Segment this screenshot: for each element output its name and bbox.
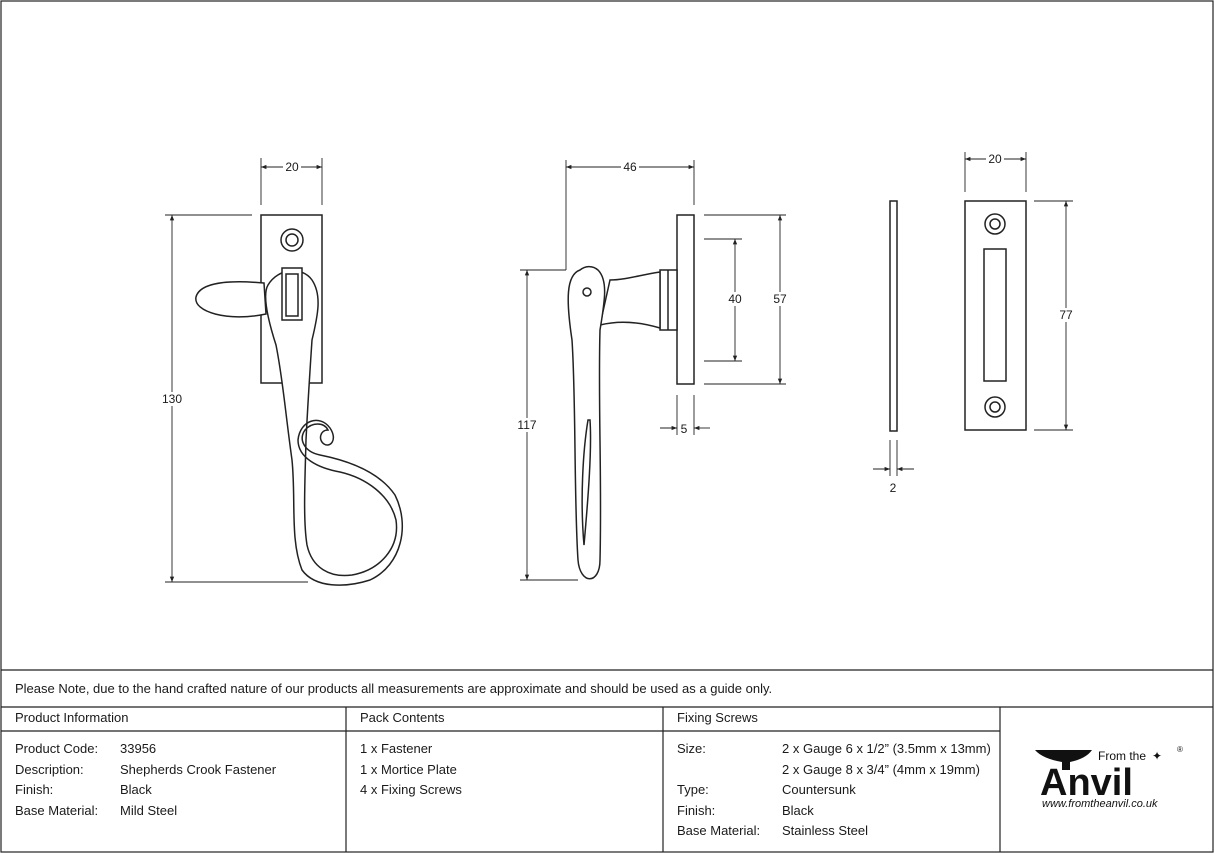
side-backplate — [676, 214, 695, 385]
mortice-plate-slot — [983, 248, 1007, 382]
dim-side-plate: 5 — [681, 422, 688, 436]
fixing-screws-header: Fixing Screws — [677, 710, 758, 725]
product-code-value: 33956 — [120, 741, 157, 756]
base-material-label: Base Material: — [15, 803, 99, 818]
side-pivot-hole — [582, 287, 592, 297]
side-lever — [567, 265, 606, 580]
front-shepherds-crook — [264, 270, 403, 586]
dim-side-width: 46 — [623, 160, 637, 174]
logo-from-the: From the — [1098, 749, 1146, 763]
dim-plate-height: 77 — [1059, 308, 1073, 322]
mortice-plate-edge-view — [889, 200, 898, 432]
logo-brand: Anvil — [1040, 762, 1133, 804]
front-lever-knob — [195, 281, 267, 318]
side-view-fastener — [567, 214, 695, 580]
anvil-icon — [1035, 750, 1092, 770]
screw-finish-label: Finish: — [677, 803, 716, 818]
dim-side-outer: 57 — [773, 292, 787, 306]
description-value: Shepherds Crook Fastener — [120, 762, 277, 777]
product-info-header: Product Information — [15, 710, 129, 725]
front-view-fastener — [195, 214, 403, 586]
finish-label: Finish: — [15, 782, 54, 797]
screw-material-value: Stainless Steel — [782, 823, 868, 838]
dim-front-height: 130 — [162, 392, 182, 406]
screw-size-value-2: 2 x Gauge 8 x 3/4” (4mm x 19mm) — [782, 762, 980, 777]
finish-value: Black — [120, 782, 152, 797]
pack-item: 1 x Mortice Plate — [360, 762, 457, 777]
screw-type-label: Type: — [677, 782, 709, 797]
screw-size-value: 2 x Gauge 6 x 1/2” (3.5mm x 13mm) — [782, 741, 991, 756]
anvil-logo: From the ✦ ® Anvil www.fromtheanvil.co.u… — [1035, 745, 1183, 810]
product-code-label: Product Code: — [15, 741, 99, 756]
dim-side-height: 117 — [517, 418, 536, 432]
dim-plate-thickness: 2 — [890, 481, 897, 495]
side-dimensions — [520, 160, 786, 581]
description-label: Description: — [15, 762, 84, 777]
mortice-plate-front-view — [964, 200, 1027, 431]
logo-url: www.fromtheanvil.co.uk — [1042, 798, 1158, 810]
pack-item: 4 x Fixing Screws — [360, 782, 462, 797]
screw-type-value: Countersunk — [782, 782, 856, 797]
dimension-labels: 20 130 46 117 40 57 5 20 77 2 — [162, 152, 1075, 495]
side-crook-edge — [581, 419, 592, 546]
side-neck — [599, 271, 661, 330]
front-catch-slot-inner — [285, 273, 299, 317]
mortice-plate-hole-bottom-inner — [989, 401, 1001, 413]
base-material-value: Mild Steel — [120, 803, 178, 818]
svg-text:✦: ✦ — [1152, 749, 1162, 763]
dim-side-inner: 40 — [728, 292, 742, 306]
dim-plate-width: 20 — [988, 152, 1002, 166]
mortice-plate-hole-top-inner — [989, 218, 1001, 230]
front-screw-hole-inner — [285, 233, 299, 247]
screw-size-label: Size: — [677, 741, 706, 756]
pack-item: 1 x Fastener — [360, 741, 433, 756]
dim-front-width: 20 — [285, 160, 299, 174]
disclaimer-note: Please Note, due to the hand crafted nat… — [15, 681, 773, 696]
screw-finish-value: Black — [782, 803, 814, 818]
screw-material-label: Base Material: — [677, 823, 761, 838]
pack-contents-header: Pack Contents — [360, 710, 445, 725]
logo-registered: ® — [1177, 745, 1183, 754]
